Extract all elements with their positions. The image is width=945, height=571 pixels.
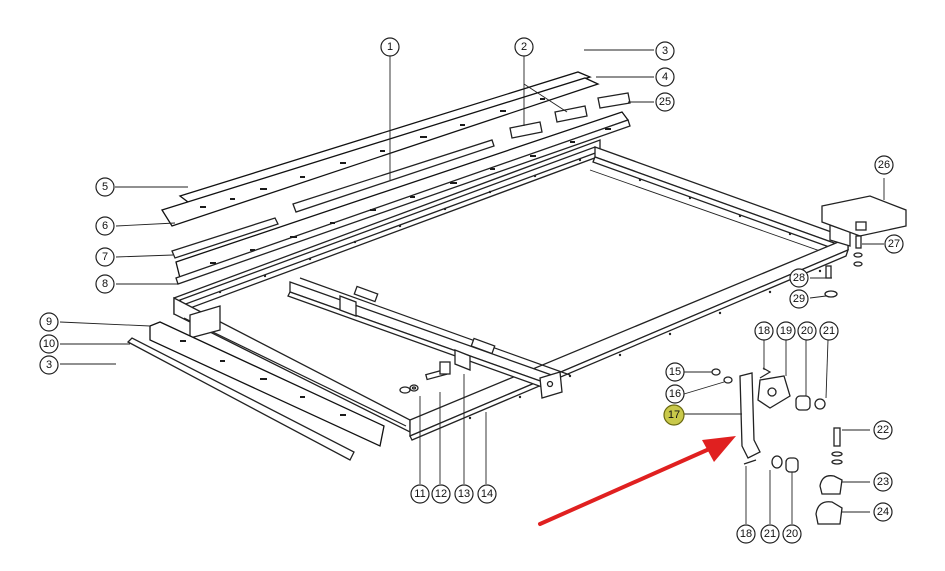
callout-13: 13 [454, 484, 474, 504]
callouts: 1 2 3 4 25 5 6 7 8 9 10 3 26 27 28 29 18… [39, 37, 904, 544]
callout-10: 10 [39, 334, 59, 354]
callout-24: 24 [873, 502, 893, 522]
callout-label: 15 [669, 366, 681, 378]
callout-label: 17 [668, 409, 680, 421]
callout-label: 24 [877, 506, 889, 518]
callout-18-top: 18 [754, 321, 774, 341]
callout-label: 4 [662, 71, 668, 83]
callout-label: 23 [877, 476, 889, 488]
leader-lines [59, 49, 885, 524]
callout-label: 3 [662, 45, 668, 57]
callout-label: 13 [458, 488, 470, 500]
right-hardware [711, 195, 907, 525]
callout-7: 7 [95, 247, 115, 267]
callout-label: 26 [878, 159, 890, 171]
exploded-rails [161, 71, 631, 285]
callout-19: 19 [776, 321, 796, 341]
callout-3-top: 3 [655, 41, 675, 61]
callout-label: 3 [46, 359, 52, 371]
callout-20-top: 20 [797, 321, 817, 341]
front-left-rails [126, 321, 385, 461]
callout-14: 14 [477, 484, 497, 504]
callout-9: 9 [39, 312, 59, 332]
callout-label: 21 [764, 528, 776, 540]
callout-27: 27 [884, 234, 904, 254]
callout-label: 18 [740, 528, 752, 540]
callout-label: 10 [43, 338, 55, 350]
callout-26: 26 [874, 155, 894, 175]
callout-label: 1 [387, 41, 393, 53]
callout-2: 2 [514, 37, 534, 57]
callout-label: 6 [102, 220, 108, 232]
callout-28: 28 [789, 268, 809, 288]
callout-label: 9 [46, 316, 52, 328]
callout-label: 27 [888, 238, 900, 250]
callout-label: 18 [758, 325, 770, 337]
callout-1: 1 [380, 37, 400, 57]
callout-label: 12 [435, 488, 447, 500]
callout-label: 11 [414, 488, 425, 500]
callout-label: 16 [669, 388, 681, 400]
callout-21-bottom: 21 [760, 524, 780, 544]
callout-15: 15 [665, 362, 685, 382]
callout-5: 5 [95, 177, 115, 197]
frame-hole-dots [218, 158, 822, 420]
callout-21-top: 21 [819, 321, 839, 341]
callout-label: 20 [786, 528, 798, 540]
callout-label: 21 [823, 325, 835, 337]
callout-label: 28 [793, 272, 805, 284]
callout-25: 25 [655, 92, 675, 112]
callout-6: 6 [95, 216, 115, 236]
callout-17-highlighted: 17 [663, 404, 685, 426]
callout-label: 29 [793, 293, 805, 305]
callout-label: 22 [877, 424, 889, 436]
callout-label: 14 [481, 488, 493, 500]
callout-label: 19 [780, 325, 792, 337]
callout-12: 12 [431, 484, 451, 504]
callout-label: 2 [521, 41, 527, 53]
callout-23: 23 [873, 472, 893, 492]
callout-18-bottom: 18 [736, 524, 756, 544]
callout-label: 5 [102, 181, 108, 193]
callout-29: 29 [789, 289, 809, 309]
callout-16: 16 [665, 384, 685, 404]
callout-label: 7 [102, 251, 108, 263]
callout-11: 11 [410, 484, 430, 504]
callout-label: 20 [801, 325, 813, 337]
callout-label: 8 [102, 278, 108, 290]
callout-22: 22 [873, 420, 893, 440]
small-hardware [399, 361, 451, 394]
callout-8: 8 [95, 274, 115, 294]
main-frame [173, 139, 851, 441]
red-arrow [538, 436, 736, 526]
callout-label: 25 [659, 96, 671, 108]
wood-texture [200, 98, 611, 264]
callout-4: 4 [655, 67, 675, 87]
callout-3-left: 3 [39, 355, 59, 375]
callout-20-bottom: 20 [782, 524, 802, 544]
